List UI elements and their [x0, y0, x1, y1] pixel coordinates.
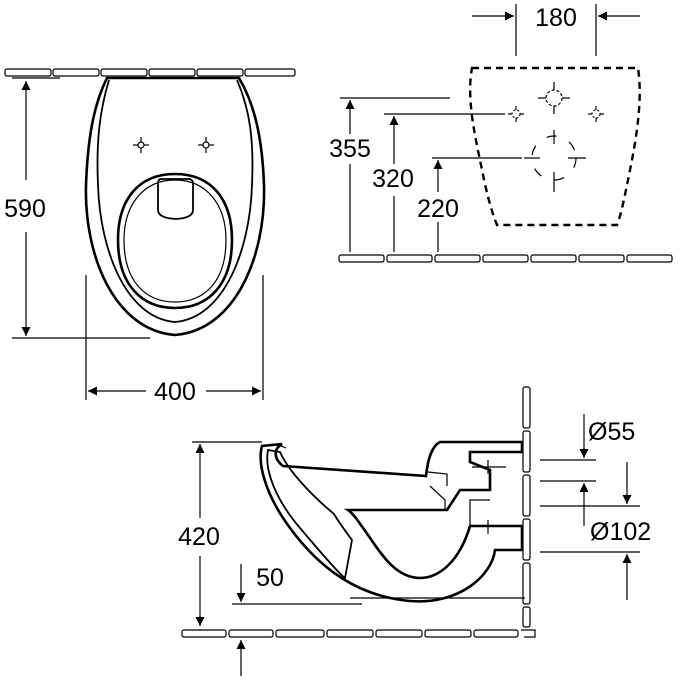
top-view-wall-strip — [4, 68, 296, 77]
side-height-label: 420 — [178, 523, 220, 551]
dimension-width: 400 — [85, 275, 264, 406]
top-view-bowl-outline — [84, 76, 266, 337]
outlet-diameter-label: Ø102 — [590, 518, 651, 546]
top-view-seat-fixing-holes — [133, 137, 214, 153]
rear-view: 180 355 320 220 — [329, 4, 673, 263]
top-view-rim-line — [96, 79, 254, 323]
dimension-height-middle: 320 — [372, 113, 505, 252]
inlet-diameter-label: Ø55 — [588, 418, 635, 446]
dimension-side-height: 420 — [178, 441, 262, 626]
dimension-height-lower: 220 — [417, 157, 522, 252]
height-lower-label: 220 — [417, 195, 459, 223]
fixing-spacing-label: 180 — [535, 4, 577, 32]
height-upper-label: 355 — [329, 135, 371, 163]
dimension-outlet-offset: 50 — [232, 564, 362, 676]
rear-view-floor-strip — [338, 254, 673, 263]
dimension-height-upper: 355 — [329, 97, 450, 252]
side-view: 420 50 Ø55 Ø102 — [178, 386, 651, 676]
side-view-bowl-outline — [259, 440, 524, 603]
dimension-depth: 590 — [4, 77, 150, 339]
depth-label: 590 — [4, 195, 46, 223]
top-view-flush-inlet — [157, 178, 194, 220]
side-view-wall-strip — [522, 386, 531, 628]
rear-view-dashed-outline — [468, 66, 641, 227]
dimension-outlet-diameter: Ø102 — [540, 462, 651, 600]
outlet-offset-label: 50 — [256, 564, 284, 592]
side-view-centre-marks — [472, 460, 506, 534]
width-label: 400 — [154, 378, 196, 406]
side-view-floor-strip — [181, 629, 536, 638]
height-middle-label: 320 — [372, 165, 414, 193]
top-view-inner-bowl — [116, 172, 234, 310]
rear-view-fixing-points — [508, 82, 604, 192]
dimension-fixing-spacing: 180 — [472, 4, 640, 56]
top-view: 590 400 — [4, 68, 296, 406]
side-view-inner-trap — [266, 448, 353, 580]
dimension-inlet-diameter: Ø55 — [540, 414, 635, 526]
